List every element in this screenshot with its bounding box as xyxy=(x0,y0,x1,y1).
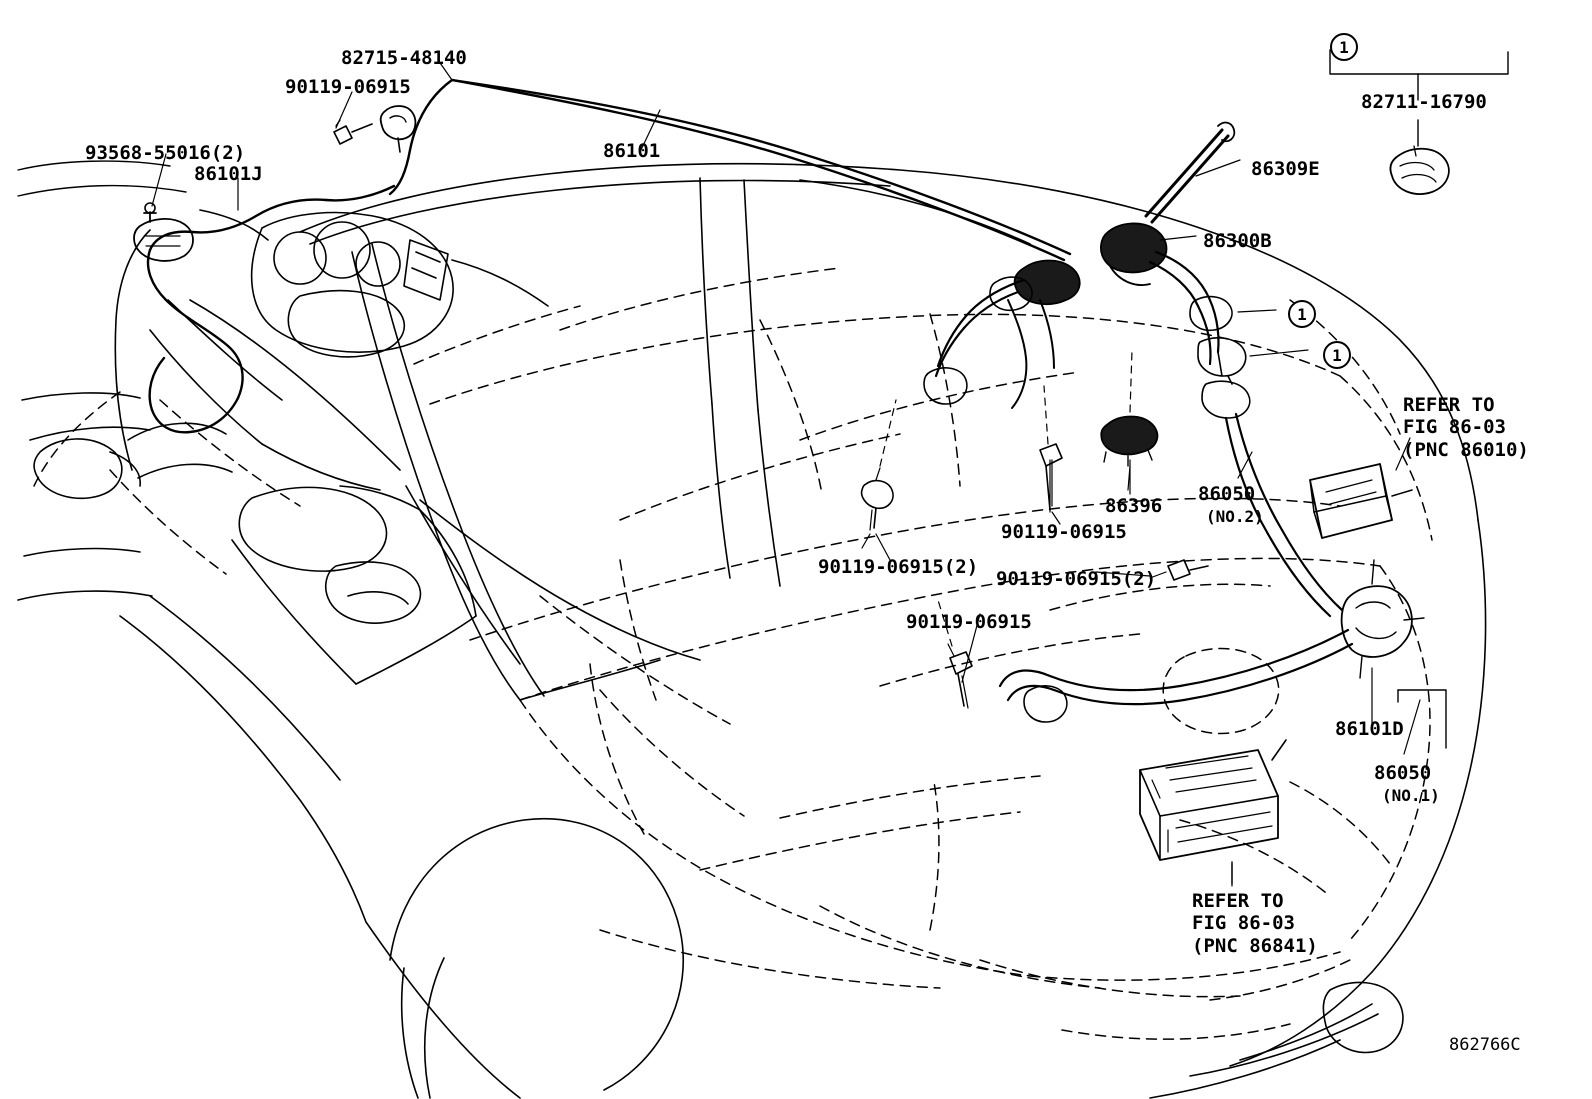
reference-line-2: FIG 86-03 xyxy=(1403,416,1506,439)
part-90119-06915-lower: 90119-06915 xyxy=(906,611,1032,633)
circle-marker-a: 1 xyxy=(1288,300,1316,328)
part-86050-no1-qualifier: (NO.1) xyxy=(1382,786,1440,806)
part-86101: 86101 xyxy=(603,140,661,162)
reference-line-3: (PNC 86841) xyxy=(1192,934,1318,957)
refer-to-fig-86-03-pnc-86010: REFER TO FIG 86-03 (PNC 86010) xyxy=(1403,394,1529,461)
reference-line-3: (PNC 86010) xyxy=(1403,438,1529,461)
part-82711-16790: 82711-16790 xyxy=(1361,91,1487,113)
part-86396: 86396 xyxy=(1105,495,1163,517)
reference-line-2: FIG 86-03 xyxy=(1192,912,1295,935)
part-86309E: 86309E xyxy=(1251,158,1320,180)
part-93568-55016-2: 93568-55016(2) xyxy=(85,142,246,164)
circle-marker-b: 1 xyxy=(1323,341,1351,369)
part-90119-06915-2-right: 90119-06915(2) xyxy=(996,568,1157,590)
part-86050-no1: 86050 xyxy=(1374,762,1432,784)
part-86050-no1-group: 86050 (NO.1) xyxy=(1374,762,1440,805)
refer-to-fig-86-03-pnc-86841: REFER TO FIG 86-03 (PNC 86841) xyxy=(1192,890,1318,957)
circle-marker-legend: 1 xyxy=(1330,33,1358,61)
reference-line-1: REFER TO xyxy=(1403,394,1495,416)
part-86050-no2: 86050 xyxy=(1198,483,1256,505)
part-86101J: 86101J xyxy=(194,163,263,185)
part-90119-06915-2-left: 90119-06915(2) xyxy=(818,556,979,578)
part-90119-06915-mid: 90119-06915 xyxy=(1001,521,1127,543)
diagram-number: 862766C xyxy=(1449,1035,1521,1055)
part-86101D: 86101D xyxy=(1335,718,1404,740)
part-86050-no2-group: 86050 (NO.2) xyxy=(1198,483,1264,526)
part-90119-06915-top: 90119-06915 xyxy=(285,76,411,98)
part-82715-48140: 82715-48140 xyxy=(341,47,467,69)
part-86300B: 86300B xyxy=(1203,230,1272,252)
part-86050-no2-qualifier: (NO.2) xyxy=(1206,507,1264,527)
reference-line-1: REFER TO xyxy=(1192,890,1284,912)
